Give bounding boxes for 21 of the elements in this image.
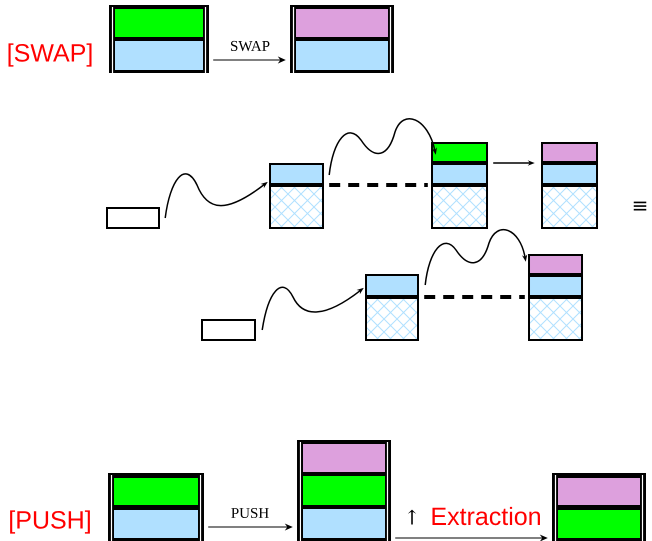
wavy-arrow <box>328 118 437 176</box>
empty-box <box>201 319 256 341</box>
wavy-arrow <box>424 229 528 286</box>
stack-drawing <box>431 142 488 229</box>
stack-drawing <box>541 142 598 229</box>
stack-drawing <box>365 274 419 341</box>
stack-drawing <box>552 473 646 541</box>
stack-drawing <box>297 440 391 541</box>
stack-drawing <box>269 163 324 229</box>
stack-drawing <box>528 254 583 341</box>
stack-drawing <box>108 473 204 541</box>
edge-label: SWAP <box>229 40 271 52</box>
edge-label: Extraction <box>429 506 543 526</box>
up-arrow-sign: ↑ <box>408 510 416 524</box>
dashed-line <box>329 183 428 187</box>
equivalence-sign: ≡ <box>634 202 646 210</box>
stack-drawing <box>109 5 209 73</box>
empty-box <box>106 207 160 229</box>
dashed-line <box>424 295 525 299</box>
stack-drawing <box>290 5 394 73</box>
edge-label: PUSH <box>230 506 270 520</box>
